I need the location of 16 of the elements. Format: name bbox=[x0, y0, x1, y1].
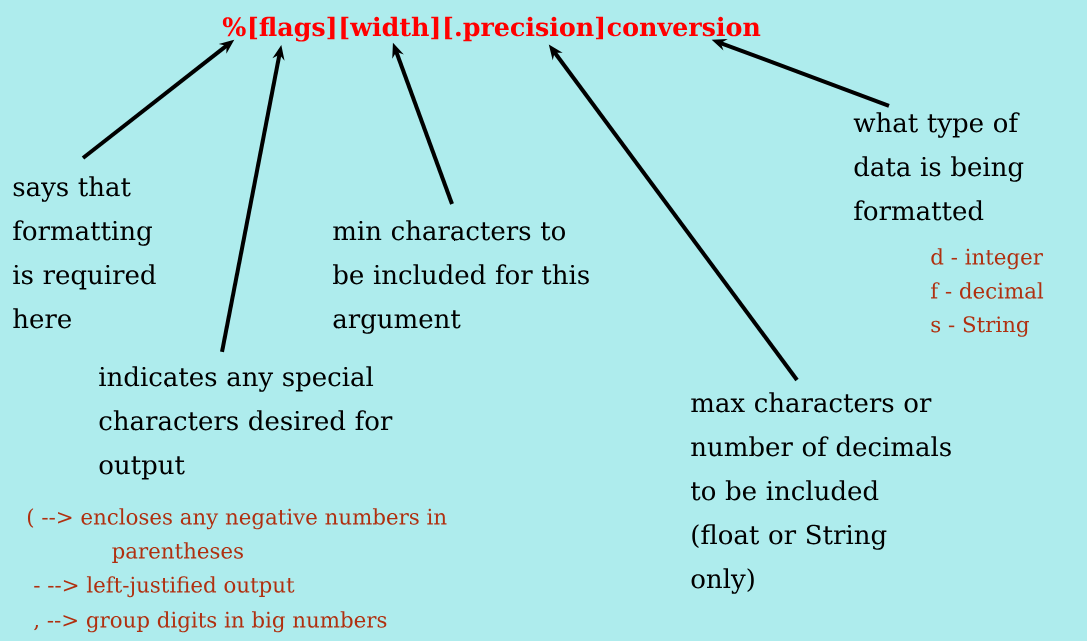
format-part: [flags] bbox=[250, 16, 335, 42]
description-text: max characters or number of decimals to be included (float or String only) bbox=[691, 392, 951, 594]
description-text: says that formatting is required here bbox=[13, 176, 156, 329]
note-text: d - integer bbox=[931, 248, 1043, 270]
description-text: what type of data is being formatted bbox=[853, 112, 1024, 221]
format-part: [width] bbox=[341, 16, 439, 40]
note-text: ( --> encloses any negative numbers in parentheses bbox=[27, 508, 447, 563]
description-text: min characters to be included for this argument bbox=[333, 220, 589, 334]
note-text: f - decimal bbox=[931, 282, 1044, 299]
format-part: [.precision] bbox=[445, 16, 603, 42]
note-text: , --> group digits in big numbers bbox=[34, 611, 387, 633]
format-part: % bbox=[222, 17, 246, 37]
description-text: indicates any special characters desired for output bbox=[99, 366, 393, 480]
note-text: - --> left-justified output bbox=[34, 576, 295, 598]
format-part: conversion bbox=[607, 16, 761, 37]
note-text: s - String bbox=[931, 316, 1029, 337]
